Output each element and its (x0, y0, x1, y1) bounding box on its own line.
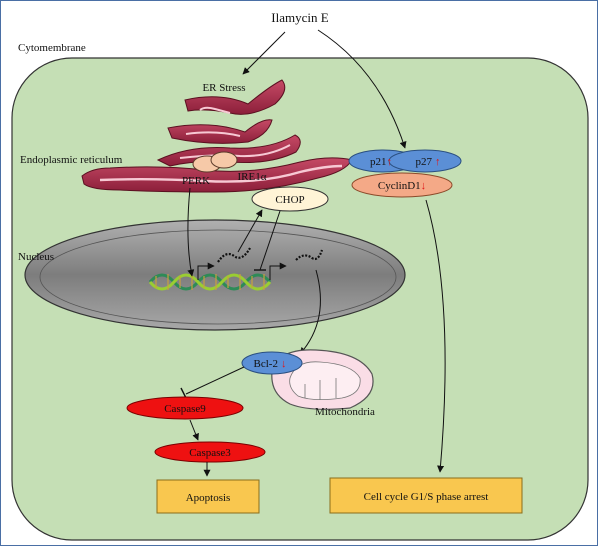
cyclind1-label: CyclinD1↓ (378, 180, 426, 192)
cell-cycle-arrest-box (329, 477, 523, 514)
p27-up-arrow: ↑ (435, 156, 441, 168)
caspase3-label: Caspase3 (189, 447, 231, 459)
inhibit-bcl2-to-caspase9 (185, 366, 245, 395)
promoter-arrow-chop (197, 262, 215, 280)
mrna-chop (217, 247, 251, 263)
chop-label: CHOP (275, 194, 304, 206)
ire1a-label: IRE1α (238, 171, 267, 183)
arrow-perk-to-dna (187, 187, 195, 277)
arrow-caspase9-to-caspase3 (189, 419, 199, 441)
caspase9-label: Caspase9 (164, 403, 206, 415)
ire1a-oval (210, 151, 238, 169)
p21-text: p21 (370, 156, 387, 168)
caspase9-oval (126, 396, 244, 420)
cell-cycle-arrest-label: Cell cycle G1/S phase arrest (364, 491, 489, 503)
p27-text: p27 (416, 156, 433, 168)
cyclind1-text: CyclinD1 (378, 180, 421, 192)
p27-oval (388, 149, 462, 173)
endoplasmic-reticulum-label: Endoplasmic reticulum (20, 154, 123, 166)
p21-label: p21↑ (370, 156, 392, 168)
bcl2-label: Bcl-2↓ (254, 358, 287, 370)
cytomembrane-label: Cytomembrane (18, 42, 86, 54)
mrna-bcl2 (295, 249, 324, 261)
dna-helix (148, 273, 272, 291)
bcl2-text: Bcl-2 (254, 358, 278, 370)
nucleus-label: Nucleus (18, 251, 54, 263)
caspase3-oval (154, 441, 266, 463)
arrow-mrna-to-bcl2 (299, 269, 321, 355)
p27-label: p27↑ (416, 156, 441, 168)
arrow-ilamycin-to-er-stress (242, 31, 286, 75)
promoter-arrow-bcl2 (269, 262, 287, 280)
inhibit-chop-to-bcl2 (259, 210, 281, 271)
title-ilamycin-e: Ilamycin E (271, 10, 328, 25)
apoptosis-box (156, 479, 260, 514)
arrow-cyclind1-to-arrest (425, 199, 446, 473)
perk-label: PERK (182, 175, 210, 187)
nucleus-inner-membrane (39, 229, 397, 325)
er-stress-label: ER Stress (202, 82, 245, 94)
chop-oval (251, 186, 329, 212)
mitochondria-label: Mitochondria (315, 406, 375, 418)
arrow-mrna-to-chop (237, 209, 263, 253)
cyclind1-oval (351, 172, 453, 198)
apoptosis-label: Apoptosis (186, 492, 231, 504)
arrow-ilamycin-to-p21-p27 (317, 29, 407, 149)
bcl2-down-arrow: ↓ (281, 358, 287, 370)
cyclind1-down-arrow: ↓ (421, 180, 427, 192)
p21-up-arrow: ↑ (387, 156, 393, 168)
endoplasmic-reticulum-shape (81, 79, 353, 193)
bcl2-oval (241, 351, 303, 375)
